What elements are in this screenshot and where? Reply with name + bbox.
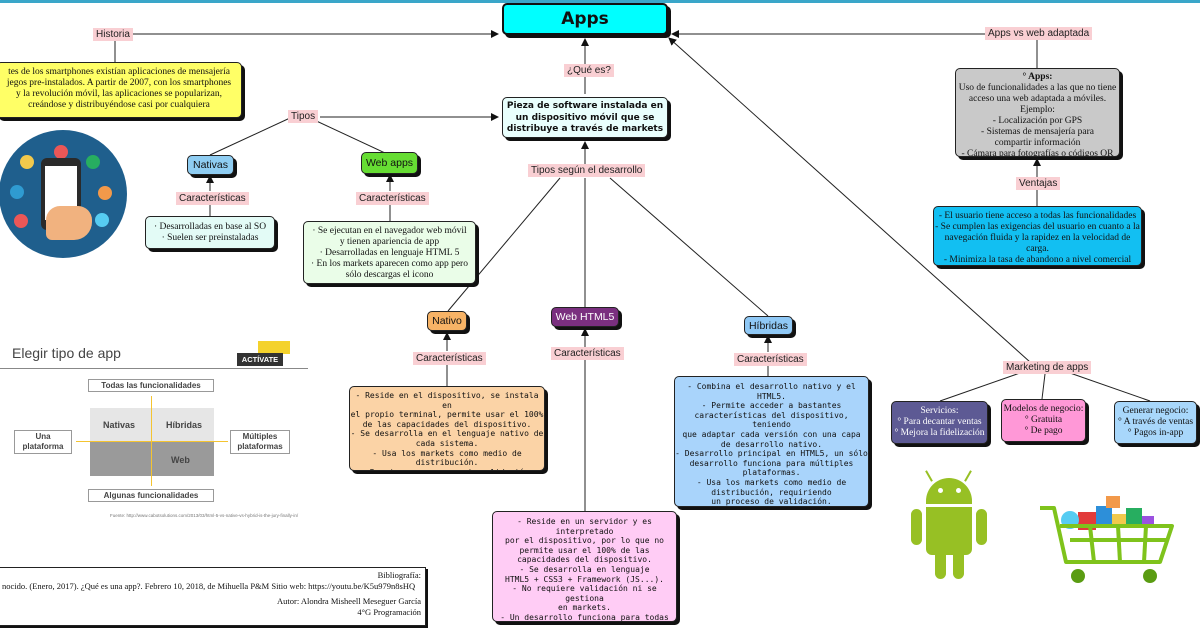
chat-icon xyxy=(98,186,112,200)
edge-marketing-servicios xyxy=(939,372,1021,402)
nativas-box[interactable]: · Desarrolladas en base al SO · Suelen s… xyxy=(145,216,275,249)
inset-v-axis xyxy=(151,396,152,486)
hibridas-box[interactable]: - Combina el desarrollo nativo y el HTML… xyxy=(674,376,869,507)
label-caracteristicas-webapps: Características xyxy=(356,192,429,205)
wifi-icon xyxy=(54,145,68,159)
nativo-box[interactable]: - Reside en el dispositivo, se instala e… xyxy=(349,386,545,471)
nativas-node[interactable]: Nativas xyxy=(187,155,234,175)
label-caracteristicas-hibridas: Características xyxy=(734,353,807,366)
label-caracteristicas-nativas: Características xyxy=(176,192,249,205)
edge-tipodes-nativo xyxy=(447,177,561,312)
edge-tipos-nativas xyxy=(209,117,291,156)
webhtml5-box[interactable]: - Reside en un servidor y es interpretad… xyxy=(492,511,677,622)
ventajas-box[interactable]: - El usuario tiene acceso a todas las fu… xyxy=(933,206,1142,266)
generar-negocio-box[interactable]: Generar negocio: ° A través de ventas ° … xyxy=(1114,401,1197,444)
bibliography-box[interactable]: Bibliografía: nocido. (Enero, 2017). ¿Qu… xyxy=(0,567,426,626)
mail-icon xyxy=(20,155,34,169)
cloud-icon xyxy=(10,185,24,199)
label-tipos: Tipos xyxy=(288,110,319,123)
label-caracteristicas-webhtml5: Características xyxy=(551,347,624,360)
badge-tab xyxy=(258,341,290,354)
apps-box[interactable]: ° Apps: Uso de funcionalidades a las que… xyxy=(955,68,1120,157)
webapps-node[interactable]: Web apps xyxy=(361,152,418,174)
biblio-reference: nocido. (Enero, 2017). ¿Qué es una app?.… xyxy=(2,581,416,591)
photo-icon xyxy=(95,213,109,227)
top-accent-line xyxy=(0,0,1200,3)
label-tipos-desarrollo: Tipos según el desarrollo xyxy=(528,164,646,177)
inset-upper-quadrants xyxy=(90,408,214,442)
servicios-box[interactable]: Servicios: ° Para decantar ventas ° Mejo… xyxy=(891,401,988,444)
biblio-heading: Bibliografía: xyxy=(377,570,421,580)
label-historia: Historia xyxy=(93,28,133,41)
inset-hibridas: Híbridas xyxy=(166,420,203,430)
inset-top-label: Todas las funcionalidades xyxy=(88,379,214,392)
cart-icon xyxy=(14,214,28,228)
inset-bottom-label: Algunas funcionalidades xyxy=(88,489,214,502)
inset-lower-quadrant xyxy=(90,442,214,476)
edge-tipos-webapps xyxy=(309,117,386,154)
edge-marketing-generar xyxy=(1069,372,1151,402)
edge-marketing-title xyxy=(668,37,1031,363)
label-ventajas: Ventajas xyxy=(1016,177,1061,190)
inset-h-axis xyxy=(76,441,228,442)
inset-left-label: Una plataforma xyxy=(14,430,72,454)
inset-right-label: Múltiples plataformas xyxy=(230,430,290,454)
modelos-negocio-box[interactable]: Modelos de negocio: ° Gratuita ° De pago xyxy=(1001,399,1086,442)
label-caracteristicas-nativo: Características xyxy=(413,352,486,365)
webhtml5-node[interactable]: Web HTML5 xyxy=(551,307,619,327)
definition-node[interactable]: Pieza de software instalada en un dispos… xyxy=(502,97,668,138)
nativo-node[interactable]: Nativo xyxy=(427,311,467,331)
hand-icon xyxy=(46,206,92,240)
historia-box[interactable]: tes de los smartphones existían aplicaci… xyxy=(0,62,242,118)
label-apps-vs-web: Apps vs web adaptada xyxy=(985,27,1093,40)
inset-divider xyxy=(0,368,308,369)
inset-nativas: Nativas xyxy=(103,420,136,430)
label-marketing: Marketing de apps xyxy=(1003,361,1092,374)
activate-badge: ACTÍVATE xyxy=(237,353,283,366)
biblio-course: 4°G Programación xyxy=(357,607,421,617)
edge-tipodes-hibridas xyxy=(609,177,769,317)
biblio-author: Autor: Alondra Misheell Meseguer García xyxy=(277,596,421,606)
apps-box-heading: ° Apps: xyxy=(1022,72,1053,82)
inset-source: Fuente: http://www.cabotsolutions.com/20… xyxy=(110,513,299,518)
inset-title: Elegir tipo de app xyxy=(12,345,121,361)
inset-web: Web xyxy=(171,455,190,465)
edge-marketing-modelos xyxy=(1041,373,1046,400)
label-que-es: ¿Qué es? xyxy=(564,64,614,77)
title-node[interactable]: Apps (Aplicaciones) xyxy=(502,3,668,35)
apps-box-text: Uso de funcionalidades a las que no tien… xyxy=(958,83,1117,157)
shopping-cart-icon xyxy=(1040,496,1174,583)
webapps-box[interactable]: · Se ejecutan en el navegador web móvil … xyxy=(303,221,476,284)
hibridas-node[interactable]: Híbridas xyxy=(744,316,793,335)
chart-icon xyxy=(86,155,100,169)
